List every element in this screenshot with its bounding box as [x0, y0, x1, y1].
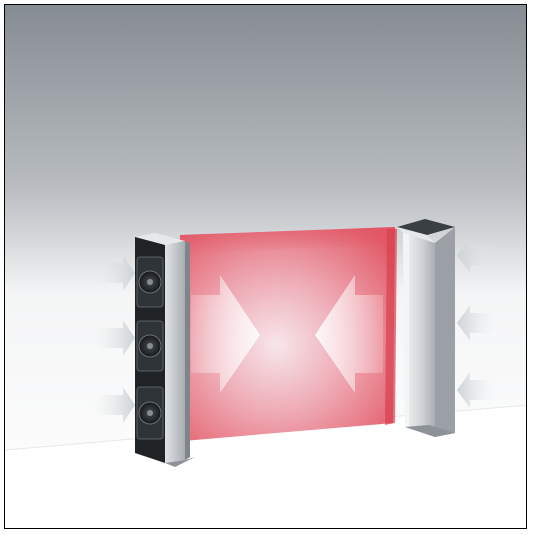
fan-icon [137, 387, 163, 439]
intake-arrows-left [93, 255, 135, 423]
illustration-frame [4, 4, 527, 529]
right-air-curtain-unit [397, 219, 455, 437]
fan-icon [137, 321, 163, 371]
left-air-curtain-unit [135, 233, 195, 467]
intake-arrows-right [457, 237, 495, 408]
fan-icon [137, 257, 163, 307]
air-curtain-illustration [5, 5, 527, 529]
